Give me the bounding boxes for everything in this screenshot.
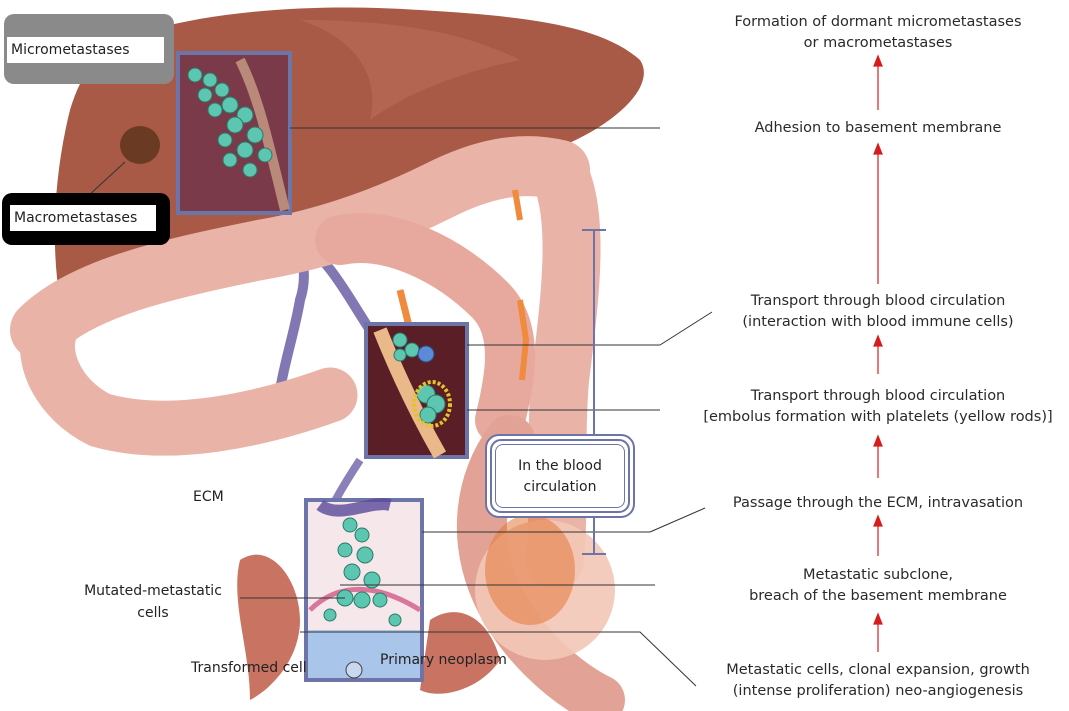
tissue-inset-vessel — [320, 504, 390, 511]
step-transport-embolus-line1: Transport through blood circulation — [703, 386, 1052, 407]
step-clonal-expansion: Metastatic cells, clonal expansion, grow… — [726, 660, 1030, 702]
step-adhesion-line1: Adhesion to basement membrane — [755, 118, 1002, 139]
blood-circulation-label: In the blood circulation — [485, 456, 635, 498]
step-transport-immune-line2: (interaction with blood immune cells) — [742, 312, 1013, 333]
blood-circulation-label-line2: circulation — [485, 477, 635, 498]
step-intravasation: Passage through the ECM, intravasation — [733, 493, 1023, 514]
step-transport-embolus-line2: [embolus formation with platelets (yello… — [703, 407, 1052, 428]
step-adhesion: Adhesion to basement membrane — [755, 118, 1002, 139]
step-intravasation-line1: Passage through the ECM, intravasation — [733, 493, 1023, 514]
leader-step-interaction — [660, 312, 712, 345]
transformed-cell-marker — [346, 662, 362, 678]
step-formation-line2: or macrometastases — [734, 33, 1021, 54]
macrometastasis-nodule — [120, 126, 160, 164]
macrometastases-label: Macrometastases — [10, 205, 156, 231]
step-clonal-expansion-line1: Metastatic cells, clonal expansion, grow… — [726, 660, 1030, 681]
ecm-label: ECM — [193, 488, 224, 506]
step-subclone: Metastatic subclone, breach of the basem… — [749, 565, 1007, 607]
step-transport-immune: Transport through blood circulation (int… — [742, 291, 1013, 333]
leader-step-ecm — [650, 508, 705, 532]
mutated-metastatic-label-line2: cells — [78, 604, 228, 622]
transformed-cell-label: Transformed cell — [191, 659, 307, 677]
step-clonal-expansion-line2: (intense proliferation) neo-angiogenesis — [726, 681, 1030, 702]
step-subclone-line2: breach of the basement membrane — [749, 586, 1007, 607]
immune-cell — [418, 346, 434, 362]
intestine-lower — [237, 555, 300, 700]
step-subclone-line1: Metastatic subclone, — [749, 565, 1007, 586]
step-transport-embolus: Transport through blood circulation [emb… — [703, 386, 1052, 428]
mutated-metastatic-label: Mutated-metastatic cells — [78, 582, 228, 622]
step-transport-immune-line1: Transport through blood circulation — [742, 291, 1013, 312]
mutated-metastatic-label-line1: Mutated-metastatic — [78, 582, 228, 600]
progression-arrows — [874, 56, 882, 652]
blood-circulation-label-line1: In the blood — [485, 456, 635, 477]
step-formation: Formation of dormant micrometastases or … — [734, 12, 1021, 54]
micrometastases-label: Micrometastases — [7, 37, 164, 63]
primary-neoplasm-label: Primary neoplasm — [380, 651, 507, 669]
step-formation-line1: Formation of dormant micrometastases — [734, 12, 1021, 33]
